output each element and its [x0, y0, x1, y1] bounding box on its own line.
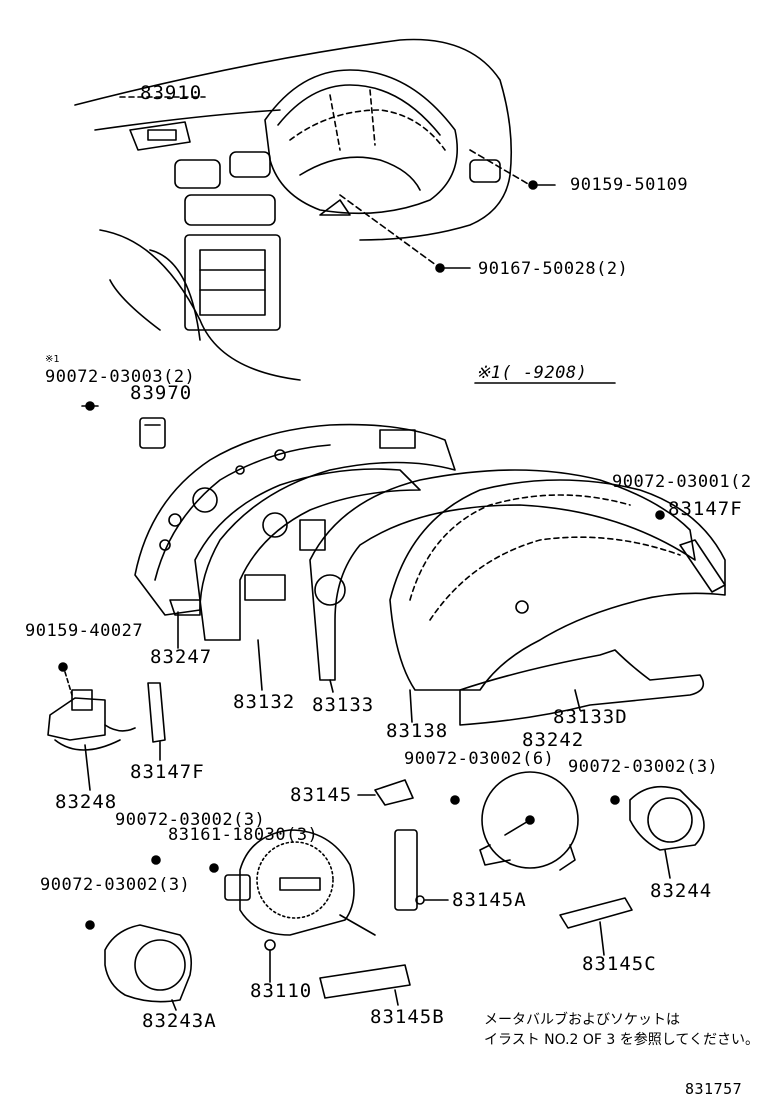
- label-90159-40027: 90159-40027: [25, 621, 144, 641]
- cluster-housing: [134, 423, 726, 726]
- label-90072-03001: 90072-03001(2: [612, 472, 752, 492]
- label-90167-50028: 90167-50028(2): [478, 259, 629, 279]
- label-83910: 83910: [140, 82, 203, 104]
- label-83145B: 83145B: [370, 1006, 445, 1028]
- label-83133: 83133: [312, 694, 375, 716]
- label-90072-03002-3-left: 90072-03002(3): [40, 875, 191, 895]
- left-small-parts: [47, 401, 166, 791]
- label-90072-03002-6: 90072-03002(6): [404, 749, 555, 769]
- label-83248: 83248: [55, 791, 118, 813]
- label-83145C: 83145C: [582, 953, 657, 975]
- bulb-socket-note-line2: イラスト NO.2 OF 3 を参照してください。: [484, 1032, 759, 1048]
- label-90159-50109: 90159-50109: [570, 175, 689, 195]
- label-83147F-bottom: 83147F: [130, 761, 205, 783]
- label-83242: 83242: [522, 729, 585, 751]
- label-83247: 83247: [150, 646, 213, 668]
- label-83161-18030: 83161-18030(3): [168, 825, 319, 845]
- label-83145: 83145: [290, 784, 353, 806]
- label-83244: 83244: [650, 880, 713, 902]
- label-83145A: 83145A: [452, 889, 527, 911]
- diagram-id: 831757: [685, 1080, 743, 1098]
- label-83970: 83970: [130, 382, 193, 404]
- label-83132: 83132: [233, 691, 296, 713]
- label-83110: 83110: [250, 980, 313, 1002]
- star-mark: ※1: [45, 354, 60, 365]
- label-83138: 83138: [386, 720, 449, 742]
- label-83133D: 83133D: [553, 706, 628, 728]
- dashboard-overview: [74, 38, 556, 381]
- label-83147F-top: 83147F: [668, 498, 743, 520]
- label-90072-03002-3-right: 90072-03002(3): [568, 757, 719, 777]
- label-90072-03003: 90072-03003(2): [45, 367, 196, 387]
- label-83243A: 83243A: [142, 1010, 217, 1032]
- bulb-socket-note-line1: メータバルブおよびソケットは: [484, 1012, 680, 1028]
- gauge-parts: [85, 771, 705, 1011]
- label-90072-03002-3-mid: 90072-03002(3): [115, 810, 266, 830]
- range-note: ※1( -9208): [476, 363, 588, 383]
